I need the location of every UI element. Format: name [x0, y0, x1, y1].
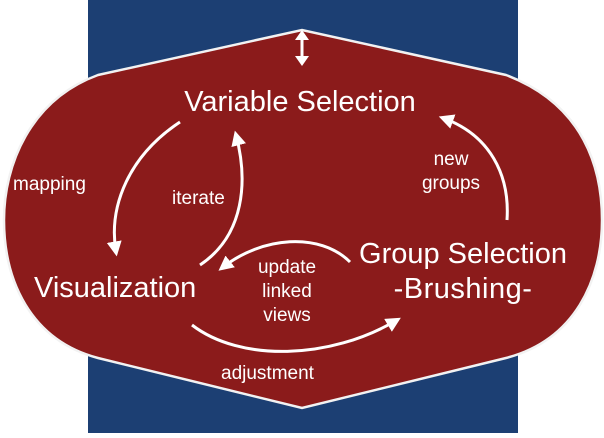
variable-selection-node: Variable Selection — [184, 86, 416, 118]
iterate-arrow — [199, 130, 246, 267]
visualization-node: Visualization — [34, 272, 197, 304]
new-groups-label: new groups — [422, 148, 480, 196]
update-line-3: views — [263, 305, 311, 327]
new-groups-line-1: new — [433, 149, 469, 170]
iterate-label: iterate — [172, 188, 225, 209]
update-linked-views-arrow — [218, 240, 352, 271]
mapping-label: mapping — [13, 174, 86, 195]
group-selection-title: Group Selection — [359, 238, 567, 270]
double-arrow-vertical-icon — [295, 30, 309, 66]
adjustment-label: adjustment — [221, 363, 314, 384]
update-line-1: update — [257, 257, 317, 278]
new-groups-arrow — [438, 114, 509, 221]
mapping-arrow — [106, 120, 181, 257]
group-selection-node: Group Selection -Brushing- — [359, 240, 567, 304]
group-selection-subtitle: -Brushing- — [393, 273, 533, 305]
update-linked-views-label: update linked views — [258, 256, 316, 328]
new-groups-line-2: groups — [421, 172, 481, 194]
adjustment-arrow — [191, 317, 401, 353]
update-line-2: linked — [262, 281, 312, 303]
